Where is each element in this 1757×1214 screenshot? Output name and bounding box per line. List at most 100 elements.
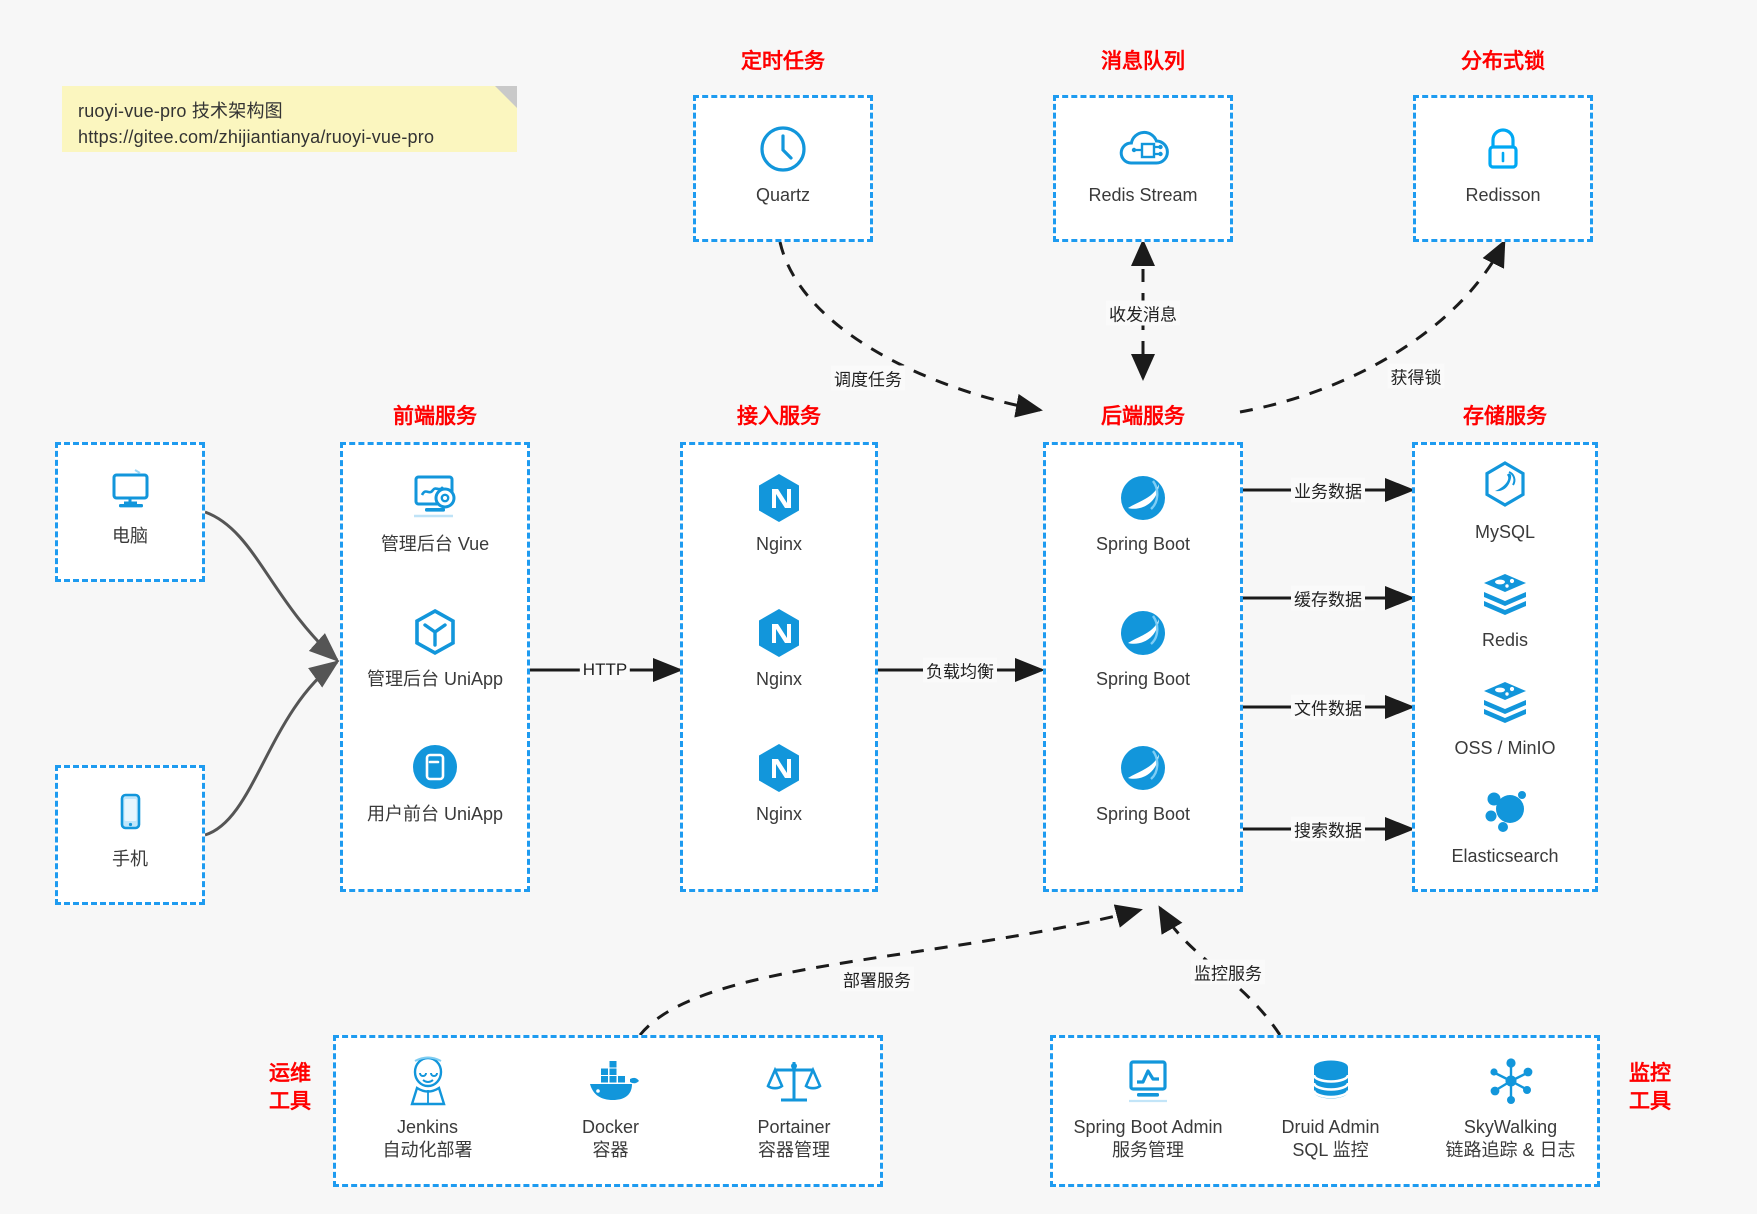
edge-label-send-receive-message: 收发消息 [1106,300,1180,326]
node-label: 手机 [112,849,148,869]
group-title-backend: 后端服务 [1101,405,1185,428]
node-sublabel: 容器管理 [758,1139,830,1160]
group-title-monitor: 监控 工具 [1615,1060,1685,1117]
node-sublabel: 容器 [592,1139,629,1160]
group-title-lock: 分布式锁 [1461,50,1545,73]
node-portainer[interactable]: Portainer 容器管理 [702,1052,886,1162]
node-label: Redis Stream [1088,185,1198,205]
node-sublabel: 自动化部署 [382,1139,473,1160]
node-label: Druid Admin [1281,1117,1380,1137]
padlock-icon [1416,120,1590,178]
group-title-mq: 消息队列 [1101,50,1185,73]
node-nginx-2[interactable]: Nginx [683,604,875,691]
node-label: Spring Boot [1095,804,1191,824]
nginx-icon [683,604,875,662]
node-skywalking[interactable]: SkyWalking 链路追踪 & 日志 [1418,1052,1603,1162]
edge-label-monitor-service: 监控服务 [1191,959,1265,985]
edge-label-http: HTTP [579,660,631,680]
node-label: Spring Boot [1095,534,1191,554]
group-title-gateway: 接入服务 [737,405,821,428]
edge-label-deploy-service: 部署服务 [840,966,914,992]
monitor-chart-icon [1053,1052,1243,1110]
node-label: Portainer [757,1117,831,1137]
node-redisson[interactable]: Redisson [1416,120,1590,207]
node-label: Docker [581,1117,639,1137]
node-elasticsearch[interactable]: Elasticsearch [1415,781,1595,868]
node-label: Redisson [1465,185,1541,205]
node-label: SkyWalking [1463,1117,1558,1137]
group-title-devops: 运维 工具 [255,1060,325,1117]
spring-boot-icon [1046,604,1240,662]
node-nginx-1[interactable]: Nginx [683,469,875,556]
group-box-lock: Redisson [1413,95,1593,242]
group-title-frontend: 前端服务 [393,405,477,428]
node-phone[interactable]: 手机 [58,784,202,871]
node-computer[interactable]: 电脑 [58,461,202,548]
group-title-scheduler: 定时任务 [741,50,825,73]
note-fold-corner [495,86,517,108]
edge-label-schedule-task: 调度任务 [831,365,905,391]
cube-icon [343,604,527,662]
redis-stack-icon [1415,673,1595,731]
node-admin-uniapp[interactable]: 管理后台 UniApp [343,604,527,691]
node-sublabel: 链路追踪 & 日志 [1445,1139,1576,1160]
node-druid-admin[interactable]: Druid Admin SQL 监控 [1243,1052,1418,1162]
app-window-icon [343,739,527,797]
node-label: MySQL [1474,522,1535,542]
skywalking-node-icon [1418,1052,1603,1110]
elasticsearch-icon [1415,781,1595,839]
database-cylinder-icon [1243,1052,1418,1110]
node-label: 用户前台 UniApp [366,804,504,824]
node-label: Nginx [755,804,803,824]
group-box-frontend: 管理后台 Vue 管理后台 UniApp 用户前台 UniApp [340,442,530,892]
group-title-storage: 存储服务 [1463,405,1547,428]
node-redis[interactable]: Redis [1415,565,1595,652]
node-quartz[interactable]: Quartz [696,120,870,207]
node-spring-boot-admin[interactable]: Spring Boot Admin 服务管理 [1053,1052,1243,1162]
node-label: 管理后台 UniApp [366,669,504,689]
node-sublabel: SQL 监控 [1292,1139,1369,1160]
group-box-monitor: Spring Boot Admin 服务管理 Druid Admin SQL 监… [1050,1035,1600,1187]
devops-title-line2: 工具 [269,1090,311,1114]
spring-boot-icon [1046,469,1240,527]
desktop-computer-icon [58,461,202,519]
nginx-icon [683,739,875,797]
monitor-title-line1: 监控 [1629,1062,1671,1085]
edge-label-acquire-lock: 获得锁 [1387,363,1445,389]
scales-balance-icon [702,1052,886,1110]
edge-label-load-balance: 负载均衡 [923,657,997,683]
edge-label-file-data: 文件数据 [1291,694,1365,720]
group-box-storage: MySQL Redis [1412,442,1598,892]
node-user-uniapp[interactable]: 用户前台 UniApp [343,739,527,826]
node-nginx-3[interactable]: Nginx [683,739,875,826]
node-docker[interactable]: Docker 容器 [519,1052,702,1162]
node-admin-vue[interactable]: 管理后台 Vue [343,469,527,556]
node-label: 电脑 [112,526,148,546]
node-label: Nginx [755,534,803,554]
node-sublabel: 服务管理 [1112,1139,1184,1160]
node-label: Quartz [755,185,811,205]
node-label: Jenkins [396,1117,459,1137]
group-box-device-computer: 电脑 [55,442,205,582]
nginx-icon [683,469,875,527]
node-label: Spring Boot Admin [1073,1117,1223,1137]
node-label: Elasticsearch [1451,846,1559,866]
node-spring-boot-2[interactable]: Spring Boot [1046,604,1240,691]
node-jenkins[interactable]: Jenkins 自动化部署 [336,1052,519,1162]
node-spring-boot-3[interactable]: Spring Boot [1046,739,1240,826]
node-label: OSS / MinIO [1454,738,1556,758]
spring-boot-icon [1046,739,1240,797]
docker-whale-icon [519,1052,702,1110]
group-box-mq: Redis Stream [1053,95,1233,242]
node-label: Nginx [755,669,803,689]
node-redis-stream[interactable]: Redis Stream [1056,120,1230,207]
mysql-dolphin-icon [1415,457,1595,515]
monitor-title-line2: 工具 [1629,1090,1671,1114]
mobile-phone-icon [58,784,202,842]
node-oss-minio[interactable]: OSS / MinIO [1415,673,1595,760]
node-spring-boot-1[interactable]: Spring Boot [1046,469,1240,556]
edge-label-search-data: 搜索数据 [1291,816,1365,842]
node-mysql[interactable]: MySQL [1415,457,1595,544]
clock-icon [696,120,870,178]
